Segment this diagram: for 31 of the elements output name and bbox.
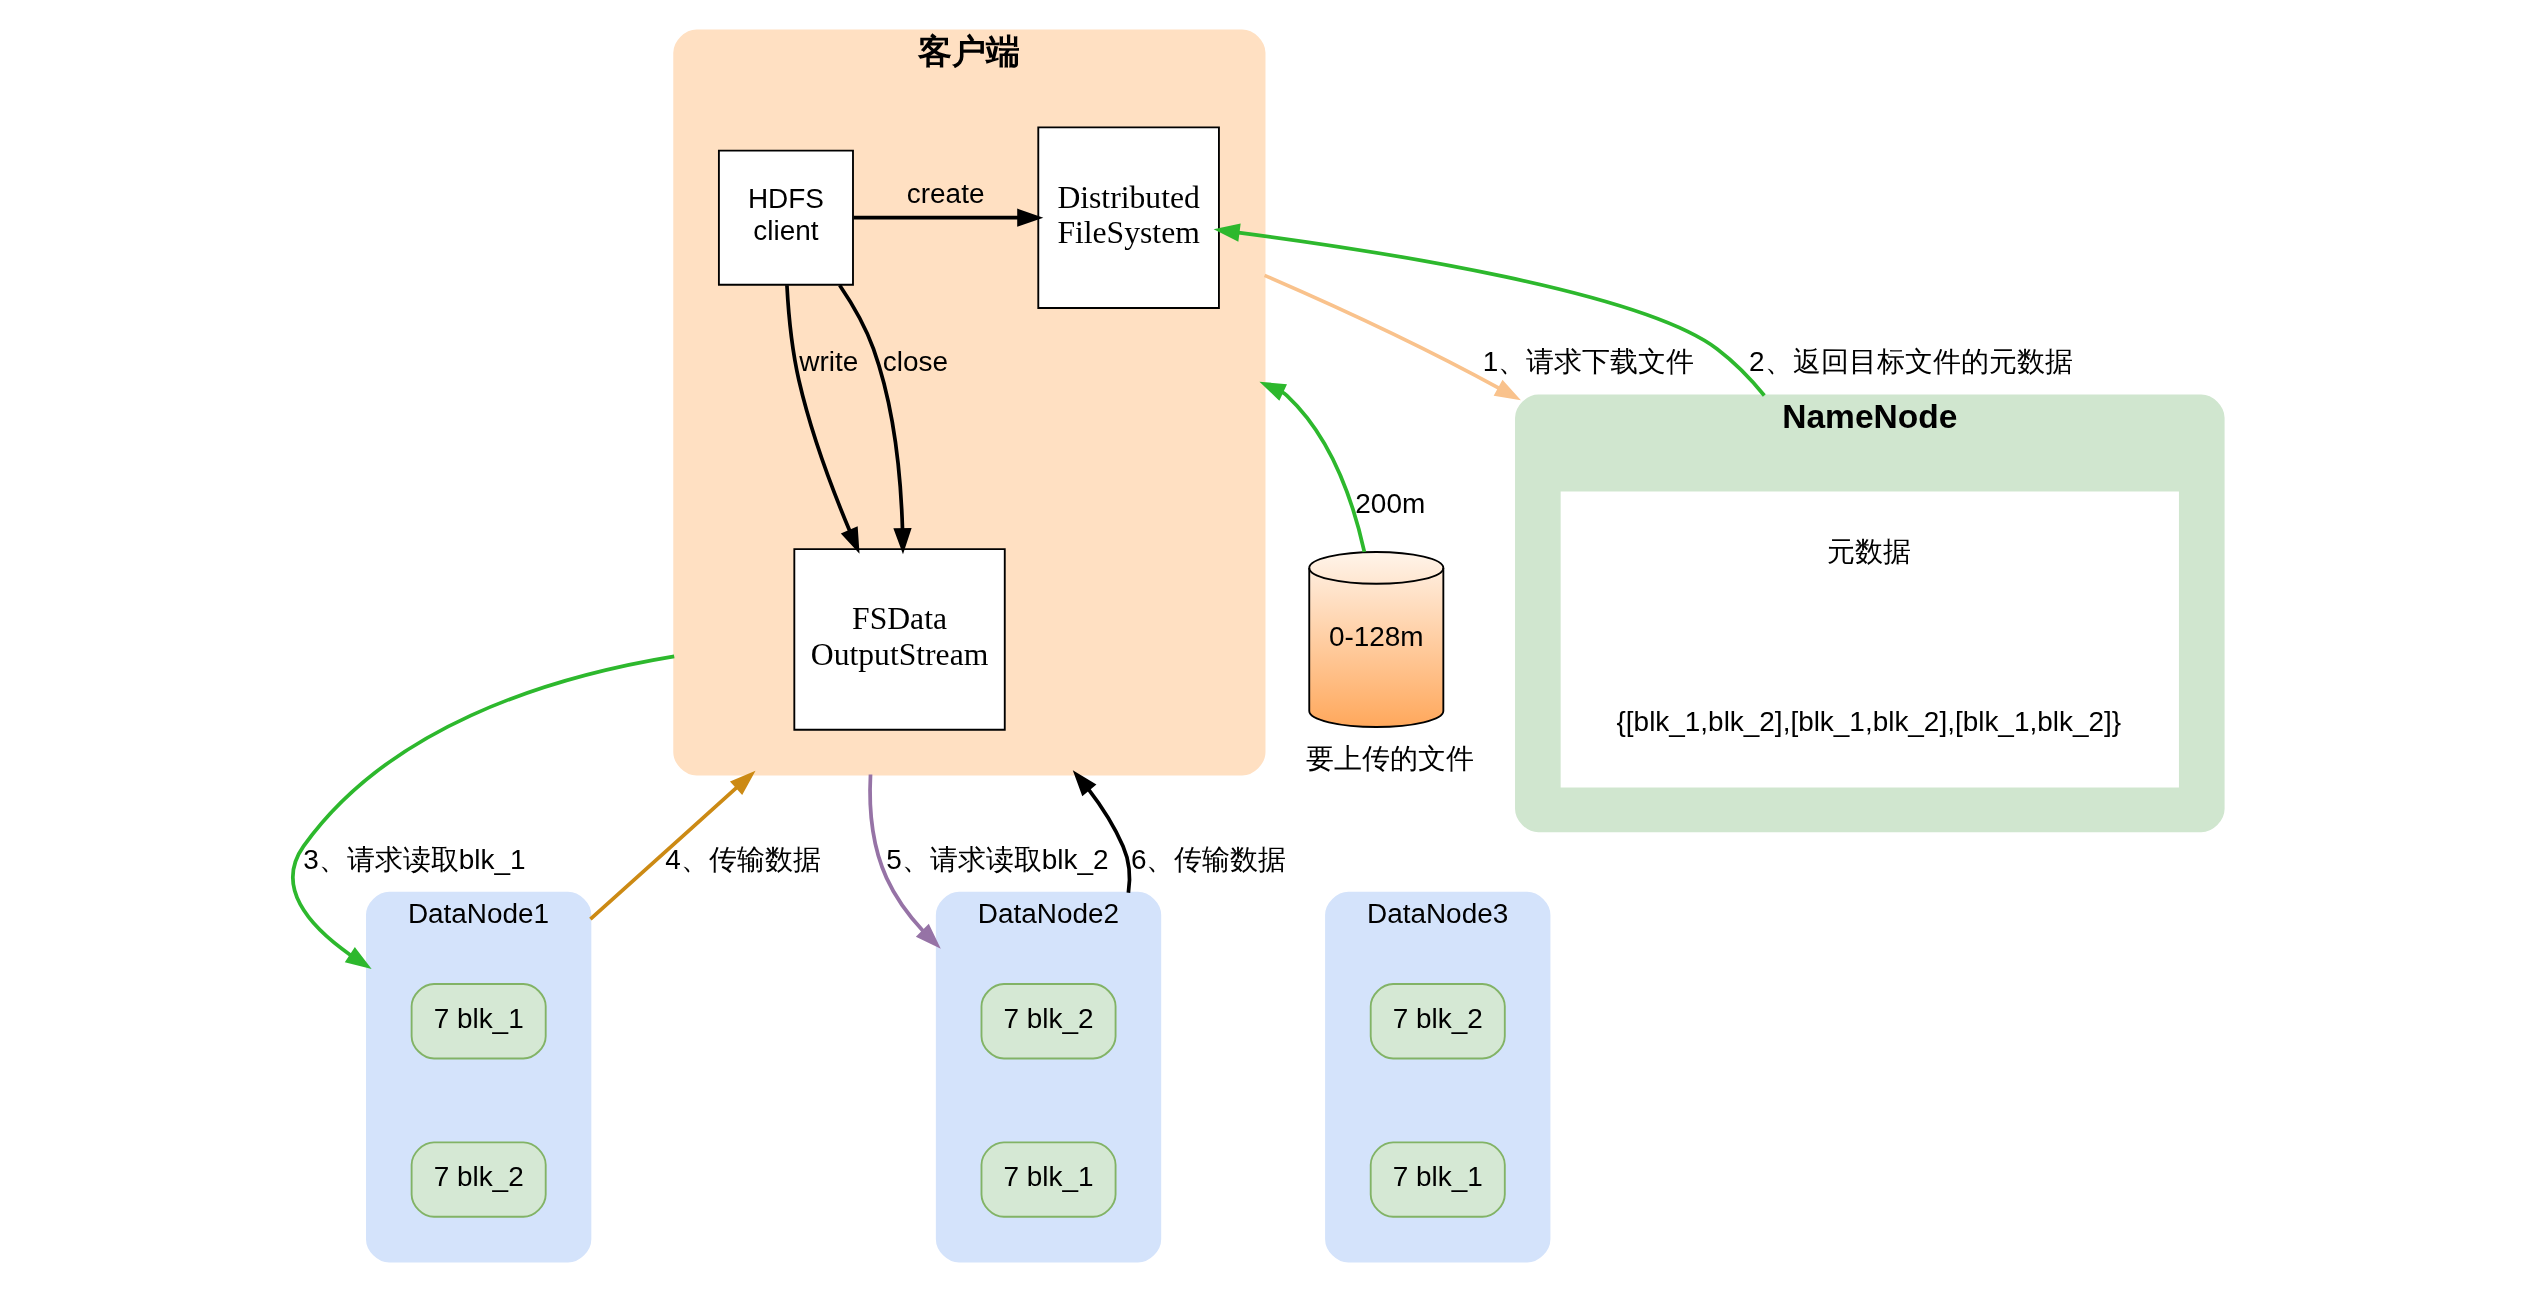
node-box: HDFS client (717, 149, 854, 286)
arrow (1258, 381, 1366, 553)
arrow (784, 285, 860, 554)
edge-label: 1、请求下载文件 (1482, 346, 1694, 378)
edge-label: 3、请求读取blk_1 (302, 843, 526, 875)
edge-label: write (798, 346, 858, 378)
arrow (867, 774, 941, 949)
edge-label: 6、传输数据 (1130, 843, 1286, 875)
node-box: 7 blk_1 (980, 1141, 1116, 1218)
node-label: 要上传的文件 (1305, 742, 1474, 774)
arrow (837, 284, 912, 555)
arrow (1263, 273, 1521, 401)
node-box: Distributed FileSystem (1036, 126, 1220, 309)
arrow (290, 654, 675, 970)
node-box: 元数据 {[blk_1,blk_2],[blk_1,blk_2],[blk_1,blk_2]} (1560, 491, 2179, 788)
node-box: FSData OutputStream (792, 548, 1006, 731)
arrow (1072, 770, 1131, 893)
edge-label: 4、传输数据 (664, 843, 821, 875)
node-box: 7 blk_2 (1369, 983, 1506, 1060)
node-box: 7 blk_2 (410, 1141, 547, 1218)
edge-label: 5、请求读取blk_2 (885, 843, 1108, 875)
node-box: 7 blk_2 (980, 983, 1116, 1060)
edge-label: close (882, 346, 948, 378)
node-label: 200m (1354, 487, 1425, 519)
node-box: 7 blk_1 (1369, 1141, 1506, 1218)
node-box: 7 blk_1 (410, 983, 547, 1060)
edge-label: 2、返回目标文件的元数据 (1748, 346, 2073, 378)
edge-label: create (906, 177, 984, 209)
arrow (1213, 223, 1766, 397)
arrow (588, 770, 755, 921)
arrow (853, 208, 1043, 227)
